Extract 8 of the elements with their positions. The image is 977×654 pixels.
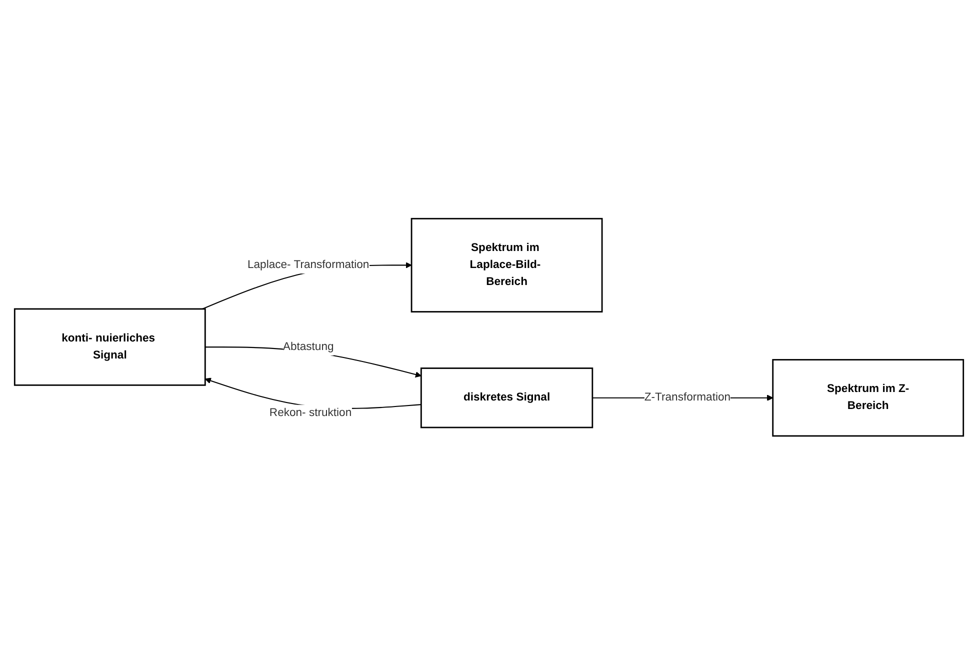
node-box: Spektrum im Z-Bereich — [772, 358, 964, 436]
node-box: diskretes Signal — [420, 367, 593, 428]
edge-label: Rekon- struktion — [268, 406, 352, 419]
edge-label: Laplace- Transformation — [246, 258, 369, 271]
node-box: Spektrum im Laplace-Bild- Bereich — [410, 218, 602, 312]
edge-label: Abtastung — [282, 340, 334, 352]
node-box: konti- nuierliches Signal — [13, 308, 206, 386]
edge-label: Z-Transformation — [644, 391, 730, 404]
